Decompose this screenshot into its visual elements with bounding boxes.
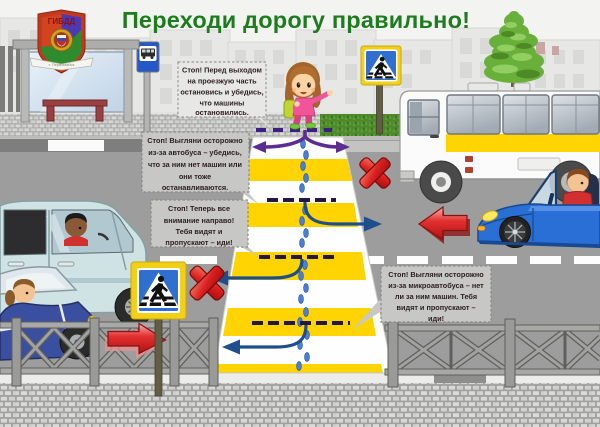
svg-text:г. Первомайск: г. Первомайск: [49, 62, 75, 67]
svg-text:из-за автобуса – убедись,: из-за автобуса – убедись,: [148, 148, 241, 157]
svg-text:внимание направо!: внимание направо!: [164, 216, 234, 225]
svg-text:остановились.: остановились.: [195, 108, 249, 117]
svg-text:что машины: что машины: [200, 99, 245, 108]
svg-text:видят и пропускают –: видят и пропускают –: [396, 303, 475, 312]
svg-text:пропускают – иди!: пропускают – иди!: [165, 238, 232, 247]
svg-text:ли за ним машин. Тебя: ли за ним машин. Тебя: [395, 292, 477, 301]
svg-text:останавливаются.: останавливаются.: [162, 183, 228, 192]
svg-text:Стоп! Выгляни осторожно: Стоп! Выгляни осторожно: [388, 270, 484, 279]
svg-text:остановись и убедись,: остановись и убедись,: [180, 88, 263, 97]
svg-text:Переходи дорогу правильно!: Переходи дорогу правильно!: [122, 7, 470, 33]
svg-text:ГИБДД: ГИБДД: [48, 17, 76, 26]
svg-text:на проезжую часть: на проезжую часть: [187, 77, 257, 86]
svg-text:Тебя видят и: Тебя видят и: [176, 227, 223, 236]
svg-text:они тоже: они тоже: [179, 172, 211, 181]
svg-text:Стоп! Перед выходом: Стоп! Перед выходом: [182, 66, 262, 75]
svg-text:Стоп! Теперь все: Стоп! Теперь все: [168, 204, 230, 213]
svg-text:Стоп! Выгляни осторожно: Стоп! Выгляни осторожно: [147, 136, 243, 145]
svg-text:что за ним нет машин или: что за ним нет машин или: [148, 160, 242, 169]
svg-text:из-за микроавтобуса – нет: из-за микроавтобуса – нет: [388, 281, 484, 290]
svg-text:иди!: иди!: [428, 314, 444, 323]
